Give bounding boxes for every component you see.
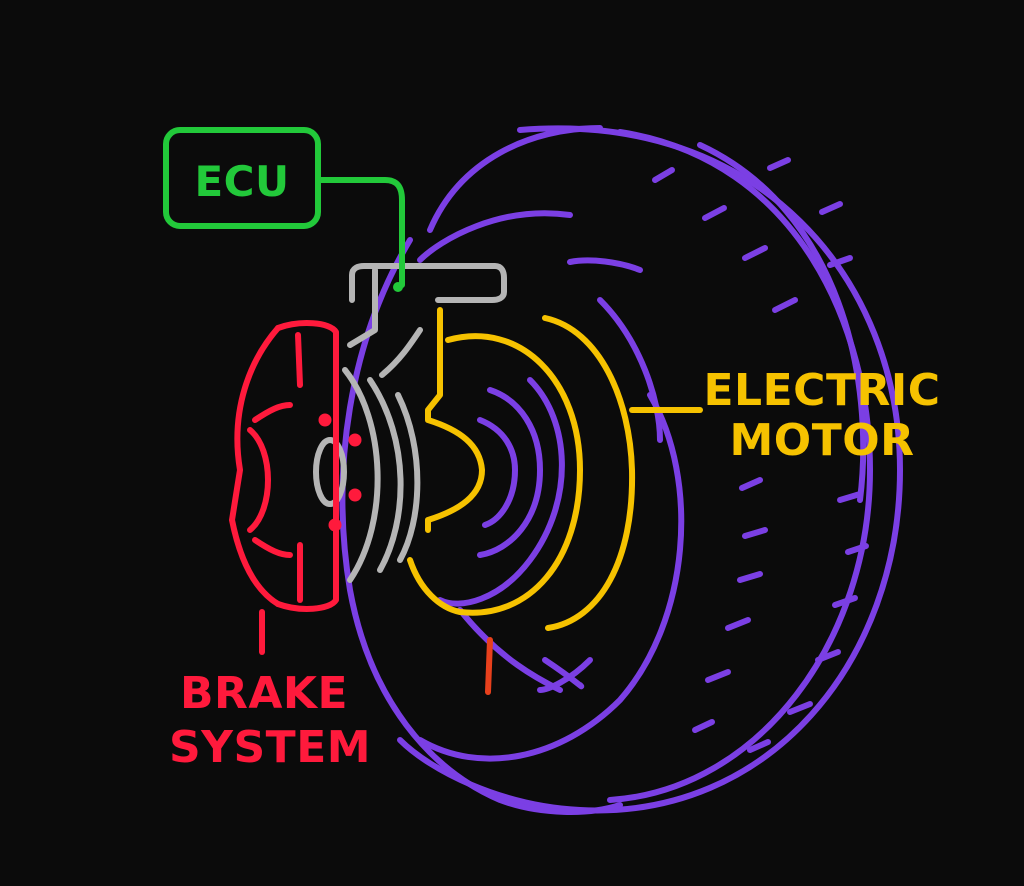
tire-rim-arc-right <box>597 297 663 443</box>
tread-groove <box>772 297 798 313</box>
hub-center-ring <box>313 437 347 507</box>
tread-groove <box>747 739 771 753</box>
tread-groove <box>702 205 727 221</box>
electric-motor <box>407 307 703 631</box>
tire-sidewall-left <box>339 237 623 815</box>
tread-groove <box>739 477 763 491</box>
electric-motor-label-line1: ELECTRIC <box>704 365 941 416</box>
tire-inner-lower <box>542 657 585 690</box>
hub-disc-mid <box>367 377 404 573</box>
ecu-connector-dot <box>393 282 403 292</box>
tread-groove <box>737 571 763 583</box>
brake-system <box>229 320 362 655</box>
tread-groove <box>767 157 791 171</box>
brake-caliper-back <box>275 320 339 612</box>
tread-groove <box>845 543 869 555</box>
tread-groove <box>705 669 731 683</box>
tire-rim-inner <box>567 257 643 273</box>
brake-bolt <box>348 433 362 447</box>
tire-inner-arc-lower <box>457 607 563 693</box>
tread-groove <box>725 617 751 631</box>
tread-groove <box>819 201 843 215</box>
tread-groove <box>652 167 675 183</box>
hub-ring-inner <box>477 417 518 528</box>
knuckle-top <box>349 263 507 303</box>
hub-knuckle <box>313 263 507 583</box>
hub-ring-outer <box>437 377 565 607</box>
ecu-wire <box>315 177 405 288</box>
brake-caliper-groove-top <box>295 332 303 388</box>
hub-ring-mid <box>477 387 543 558</box>
brake-bolt <box>318 413 332 427</box>
brake-caliper-front <box>229 325 281 607</box>
ecu-label: ECU <box>194 157 289 206</box>
tread-groove <box>742 245 768 261</box>
tire-sidewall-outer <box>427 125 603 233</box>
accent-stroke <box>485 637 493 695</box>
tread-groove <box>832 595 858 608</box>
hub-disc-inner <box>395 392 421 563</box>
brake-system-label-line1: BRAKE <box>180 668 348 719</box>
brake-caliper-cutout-low <box>252 537 293 558</box>
tire-inner-ring <box>537 657 593 693</box>
tread-groove <box>837 491 863 503</box>
brake-bolt <box>348 488 362 502</box>
tire-outer-edge <box>397 125 903 814</box>
motor-outer-arc <box>542 315 636 631</box>
tire <box>339 125 903 815</box>
motor-inner-arc <box>407 333 583 616</box>
brake-caliper-cutout <box>252 402 293 423</box>
tire-tread-inner-edge <box>607 129 873 803</box>
tread-groove <box>827 255 853 268</box>
tread-groove <box>692 719 715 733</box>
ecu <box>163 127 405 288</box>
brake-system-label-line2: SYSTEM <box>169 722 371 773</box>
tread-groove <box>742 527 768 539</box>
knuckle-arm <box>379 327 423 378</box>
tire-rim-outer <box>417 392 685 762</box>
knuckle-stem <box>347 267 378 348</box>
tire-tread-mid <box>697 142 867 503</box>
brake-piston <box>247 427 271 533</box>
electric-motor-label-line2: MOTOR <box>730 415 915 466</box>
tire-rim-ring <box>417 210 573 263</box>
tread-groove <box>787 701 813 715</box>
brake-bolt <box>328 518 342 532</box>
motor-housing <box>425 307 485 533</box>
hub-disc-outer <box>342 367 381 583</box>
tread-groove <box>815 649 841 663</box>
